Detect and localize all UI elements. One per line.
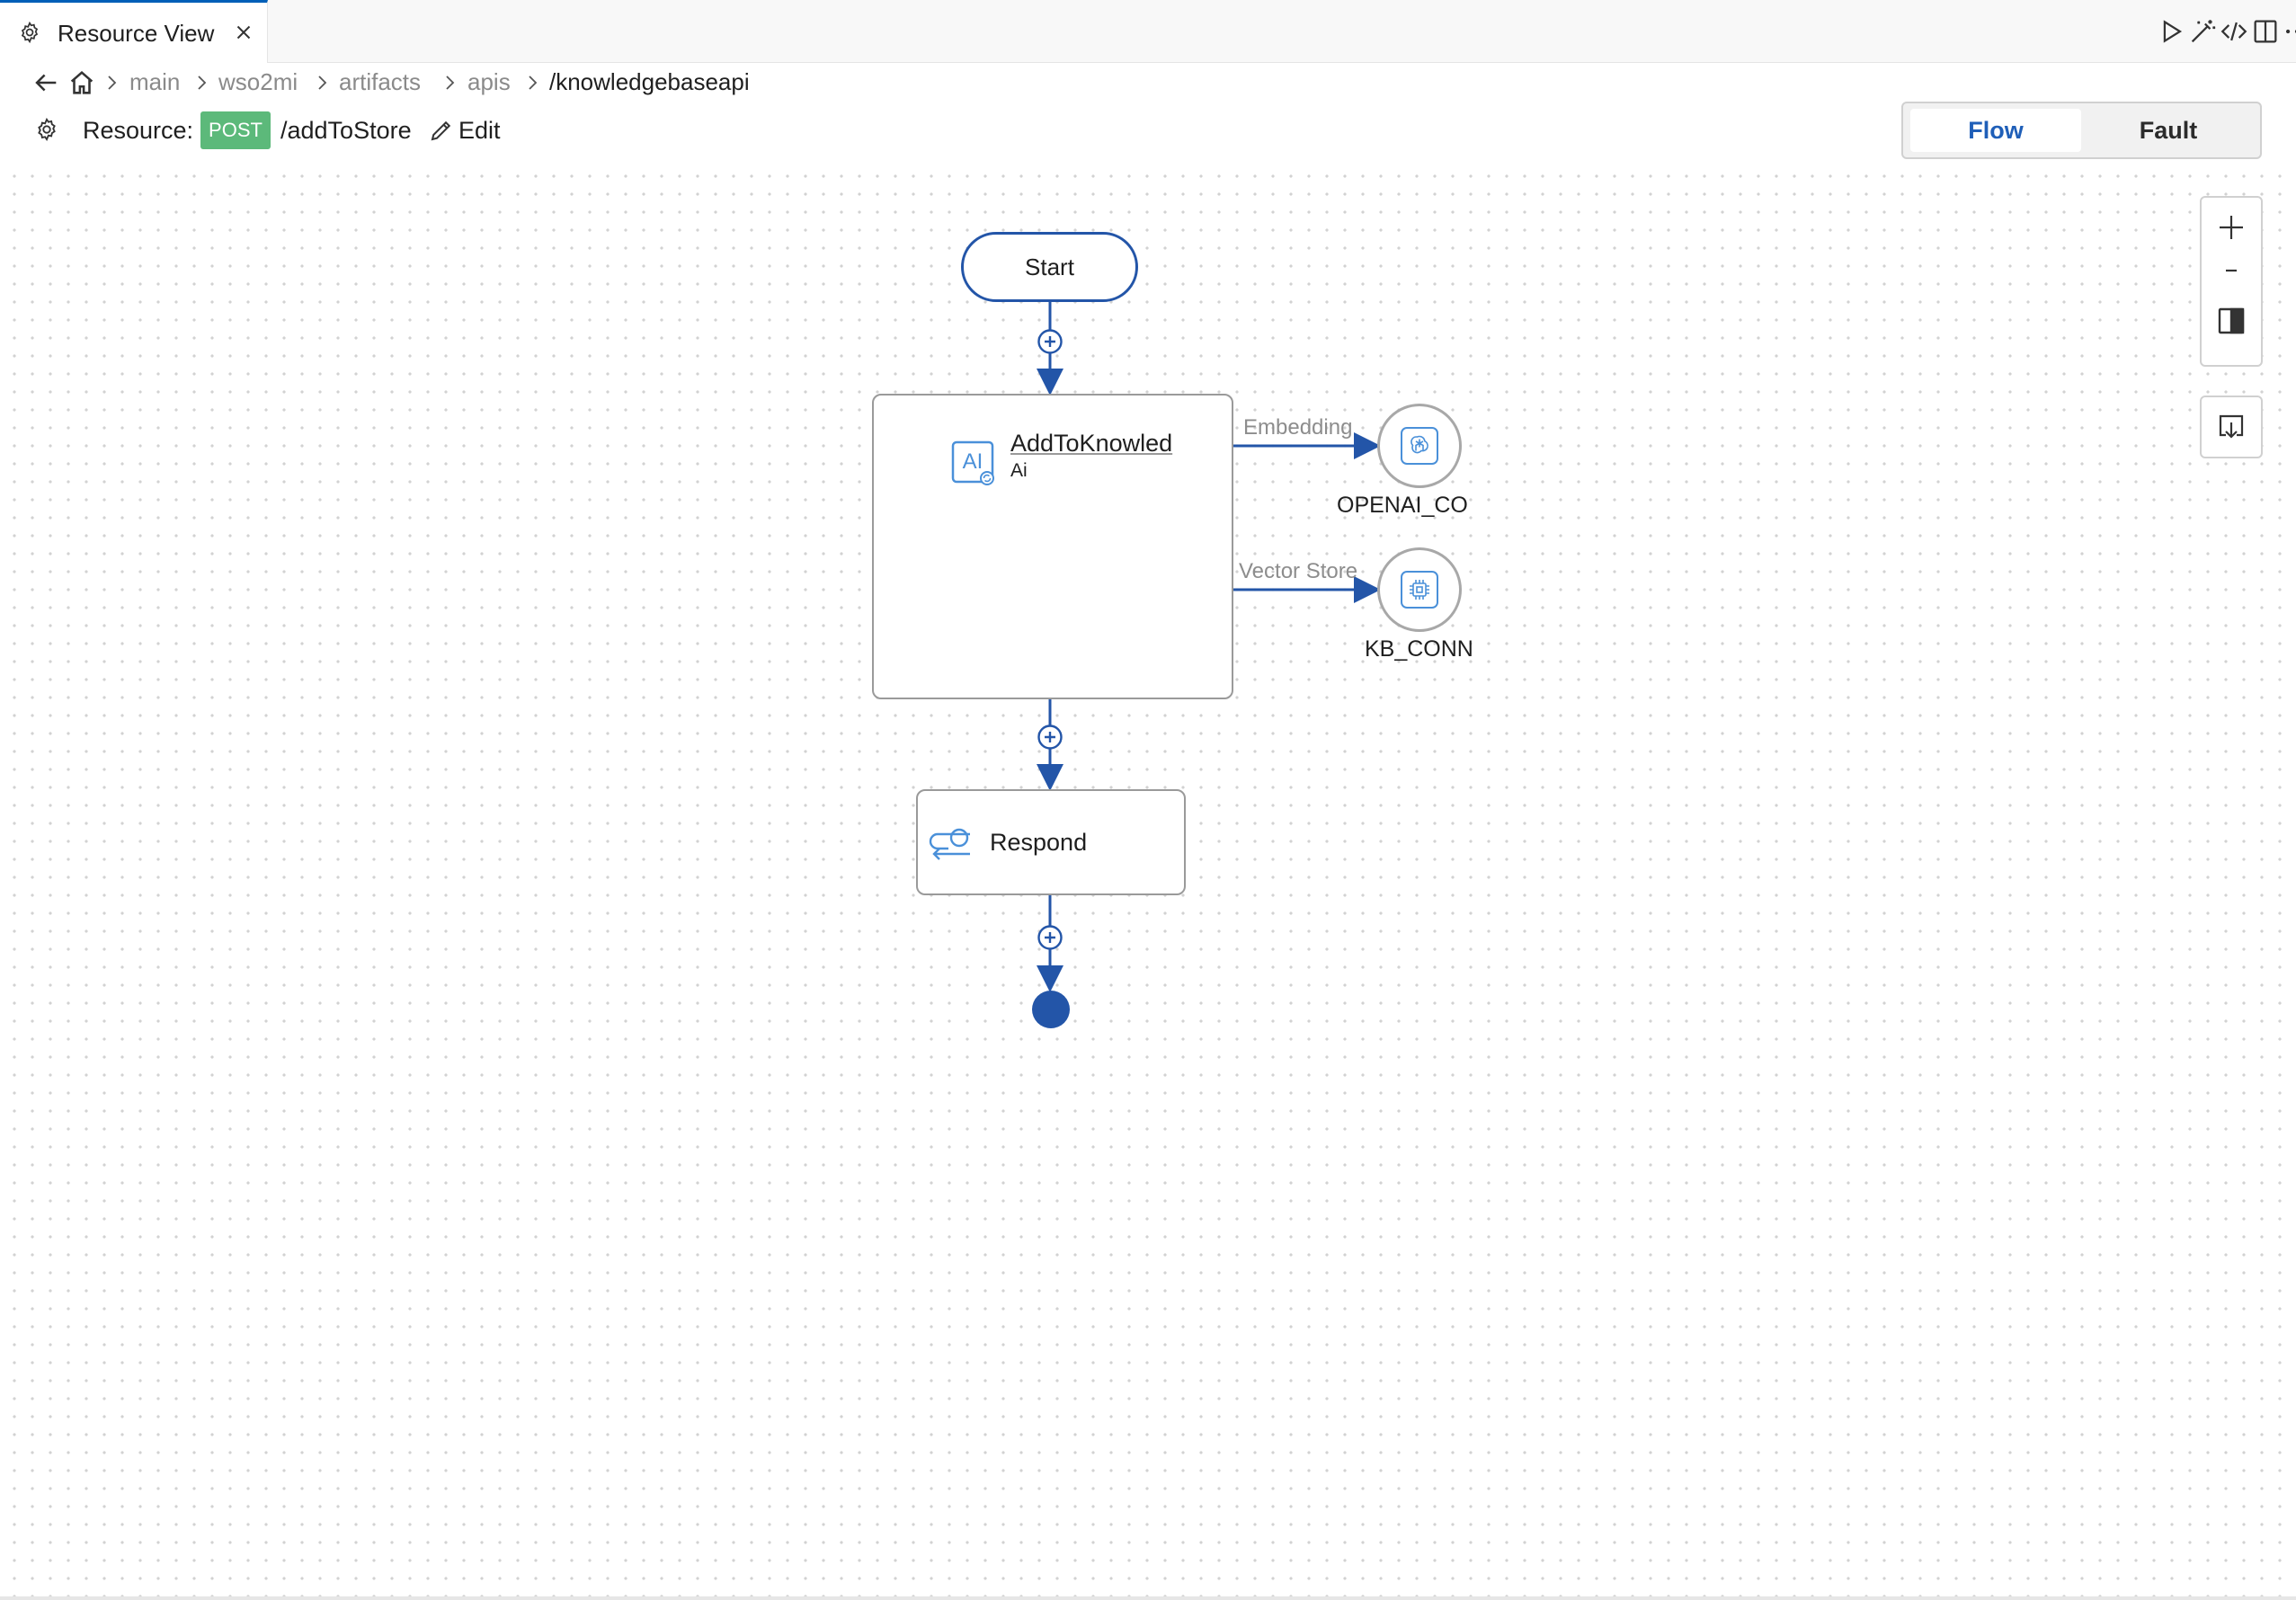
diagram-canvas[interactable]: Start AI AddToKnowled Ai Embedding Vecto… bbox=[0, 162, 2296, 1596]
download-image-icon bbox=[2212, 408, 2250, 446]
edit-label: Edit bbox=[458, 117, 501, 144]
add-step-icon[interactable] bbox=[1037, 328, 1063, 355]
mediator-name: AddToKnowled bbox=[1010, 430, 1173, 457]
ai-icon: AI bbox=[951, 440, 996, 487]
respond-label: Respond bbox=[990, 829, 1088, 856]
flow-fault-toggle: Flow Fault bbox=[1901, 102, 2262, 159]
mediator-type: Ai bbox=[1010, 460, 1028, 481]
openai-icon bbox=[1401, 427, 1438, 465]
gear-icon bbox=[18, 21, 41, 44]
resource-header: Resource: POST /addToStore Edit bbox=[0, 108, 2296, 158]
chip-icon bbox=[1401, 571, 1438, 609]
code-icon[interactable] bbox=[2219, 16, 2249, 47]
download-image-button[interactable] bbox=[2200, 396, 2263, 458]
kb-connection-node[interactable] bbox=[1377, 547, 1462, 632]
home-icon[interactable] bbox=[67, 67, 97, 98]
breadcrumb-apis[interactable]: apis bbox=[467, 68, 511, 95]
respond-node[interactable]: Respond bbox=[916, 789, 1186, 895]
edge-label-embedding: Embedding bbox=[1243, 415, 1353, 440]
zoom-in-icon[interactable] bbox=[2212, 209, 2250, 246]
chevron-right-icon bbox=[441, 72, 458, 93]
connection-name-kb: KB_CONN bbox=[1365, 636, 1473, 662]
pencil-icon bbox=[431, 120, 451, 141]
chevron-right-icon bbox=[313, 72, 331, 93]
status-divider bbox=[0, 1596, 2296, 1600]
close-icon[interactable] bbox=[232, 21, 255, 44]
edge-label-vector-store: Vector Store bbox=[1239, 559, 1358, 583]
tab-fault[interactable]: Fault bbox=[2139, 117, 2198, 144]
fit-icon[interactable] bbox=[2212, 302, 2250, 340]
method-badge: POST bbox=[200, 111, 271, 149]
editor-tab-bar: Resource View bbox=[0, 0, 2296, 63]
tab-title: Resource View bbox=[58, 20, 215, 47]
add-step-icon[interactable] bbox=[1037, 724, 1063, 751]
start-node[interactable]: Start bbox=[961, 232, 1138, 302]
respond-icon bbox=[927, 823, 974, 865]
breadcrumb-current: /knowledgebaseapi bbox=[549, 68, 750, 95]
more-icon[interactable] bbox=[2282, 16, 2296, 47]
zoom-controls bbox=[2200, 196, 2263, 367]
resource-path: /addToStore bbox=[280, 117, 412, 144]
run-icon[interactable] bbox=[2156, 16, 2186, 47]
end-node bbox=[1032, 991, 1070, 1028]
breadcrumb: main wso2mi artifacts apis /knowledgebas… bbox=[0, 63, 2296, 102]
breadcrumb-artifacts[interactable]: artifacts bbox=[339, 68, 422, 95]
openai-connection-node[interactable] bbox=[1377, 404, 1462, 488]
breadcrumb-main[interactable]: main bbox=[129, 68, 181, 95]
breadcrumb-wso2mi[interactable]: wso2mi bbox=[218, 68, 298, 95]
chevron-right-icon bbox=[102, 72, 120, 93]
magic-wand-icon[interactable] bbox=[2187, 16, 2218, 47]
connection-name-openai: OPENAI_CO bbox=[1337, 493, 1468, 518]
split-editor-icon[interactable] bbox=[2250, 16, 2281, 47]
back-arrow-icon[interactable] bbox=[31, 67, 61, 98]
resource-label: Resource: bbox=[83, 117, 194, 144]
svg-text:AI: AI bbox=[963, 449, 983, 474]
add-step-icon[interactable] bbox=[1037, 924, 1063, 951]
gear-icon bbox=[34, 117, 59, 142]
ai-mediator-node[interactable]: AI AddToKnowled Ai bbox=[872, 394, 1233, 699]
chevron-right-icon bbox=[523, 72, 541, 93]
tab-flow[interactable]: Flow bbox=[1910, 109, 2081, 152]
tab-resource-view[interactable]: Resource View bbox=[0, 0, 268, 63]
zoom-out-icon[interactable] bbox=[2212, 252, 2250, 289]
chevron-right-icon bbox=[192, 72, 210, 93]
